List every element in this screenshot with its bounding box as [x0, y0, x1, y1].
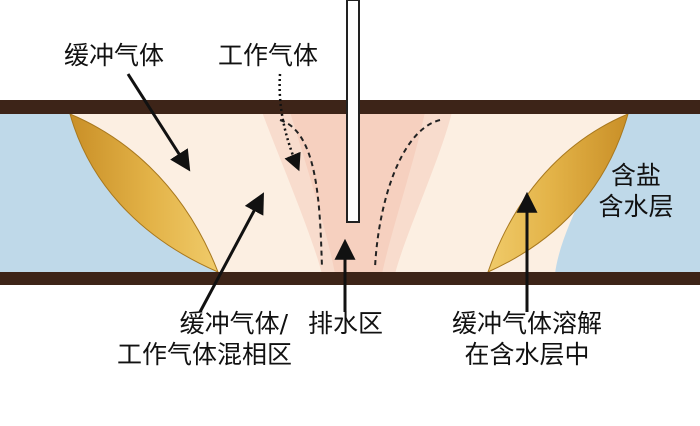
- drainage-zone-label: 排水区: [308, 309, 384, 338]
- mixing-zone-label: 缓冲气体/ 工作气体混相区: [96, 308, 292, 370]
- saline-aquifer-label-line2: 含水层: [598, 192, 674, 221]
- well-pipe: [346, 0, 360, 223]
- mixing-zone-label-line1: 缓冲气体/: [179, 309, 288, 338]
- dissolved-gas-label-line1: 缓冲气体溶解: [451, 309, 602, 338]
- dissolved-gas-label: 缓冲气体溶解 在含水层中: [432, 308, 622, 370]
- arrow-mixing-zone: [198, 192, 264, 313]
- arrow-working-gas: [278, 73, 301, 172]
- mixing-zone-label-line2: 工作气体混相区: [116, 340, 292, 369]
- drainage-boundary-left: [279, 119, 323, 269]
- dissolved-gas-label-line2: 在含水层中: [464, 340, 590, 369]
- arrow-buffer-gas: [126, 73, 191, 172]
- saline-aquifer-label-line1: 含盐: [610, 161, 661, 190]
- saline-aquifer-label: 含盐 含水层: [596, 160, 676, 222]
- working-gas-label: 工作气体: [218, 41, 319, 70]
- cap-rock-bottom: [0, 272, 700, 285]
- buffer-gas-label: 缓冲气体: [64, 41, 165, 70]
- drainage-boundary-right: [374, 119, 441, 269]
